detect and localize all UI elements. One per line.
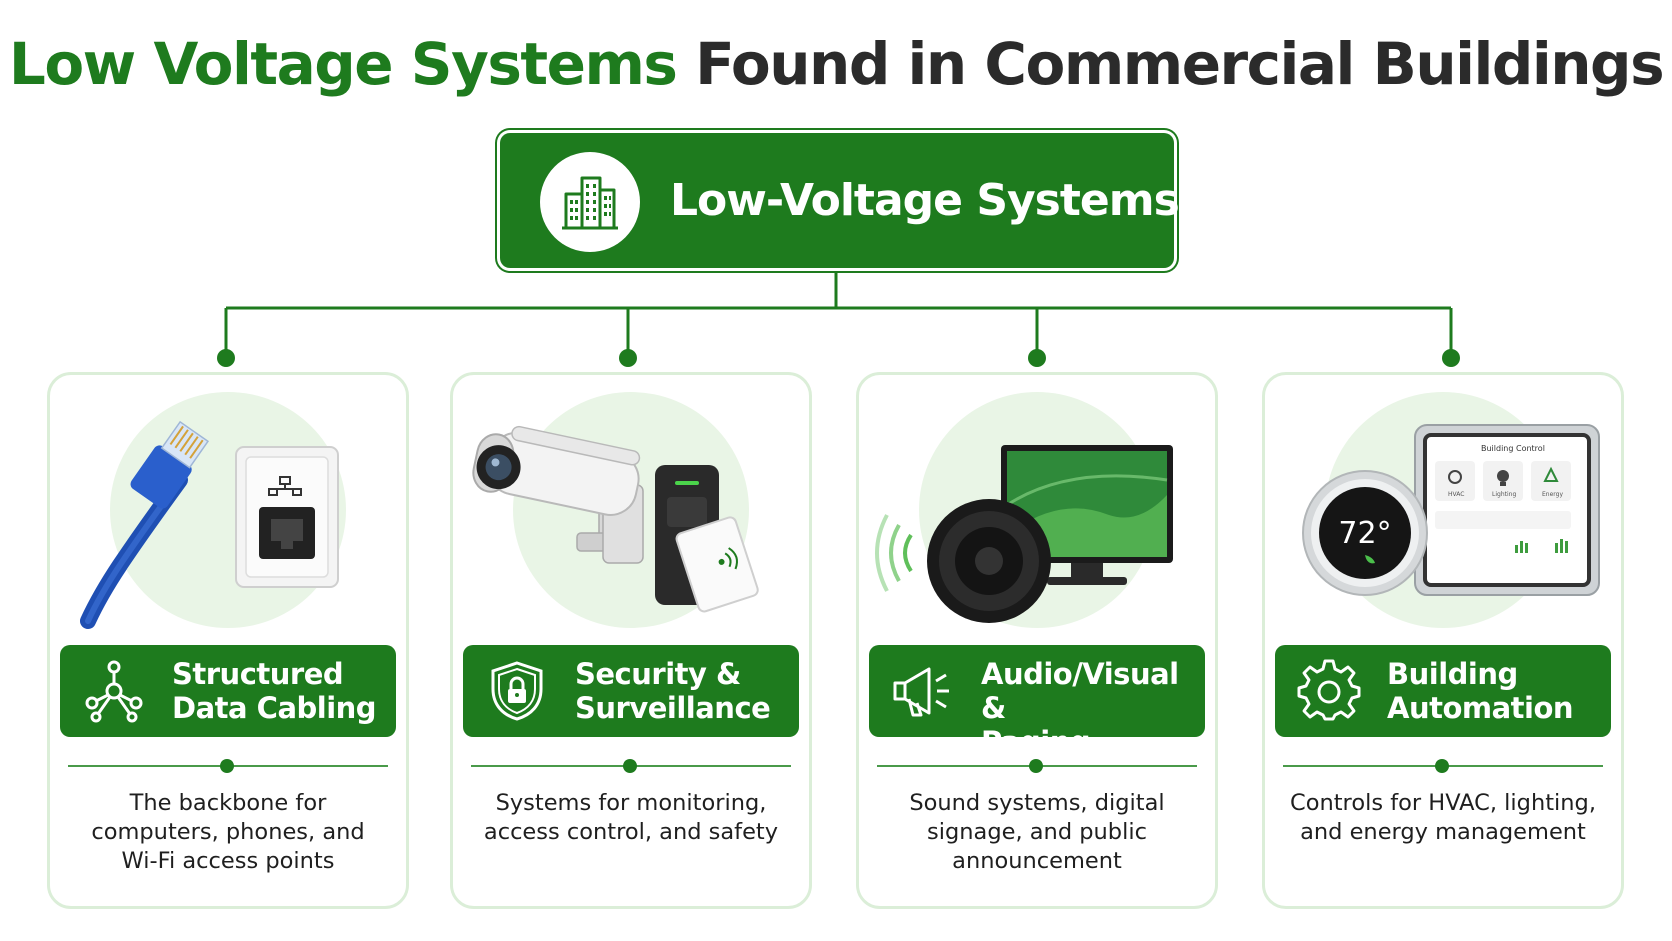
divider-dot [623, 759, 637, 773]
card-title-line1: Security & [575, 657, 741, 691]
card-title: Structured Data Cabling [172, 657, 392, 725]
card-description: The backbone for computers, phones, and … [91, 790, 365, 874]
card-header: Structured Data Cabling [60, 645, 396, 737]
card-title: Building Automation [1387, 657, 1607, 725]
connector-node [619, 349, 637, 367]
speaker-monitor-illustration [875, 392, 1173, 628]
card-title-line1: Building [1387, 657, 1518, 691]
ethernet-cable-illustration [80, 392, 346, 629]
card-security-surveillance: Security & Surveillance Systems for moni… [450, 372, 812, 909]
connector-node [217, 349, 235, 367]
security-camera-illustration [472, 392, 759, 628]
network-jack-icon [268, 476, 302, 496]
panel-tile-hvac: HVAC [1448, 491, 1464, 498]
megaphone-icon [893, 667, 949, 717]
card-description: Controls for HVAC, lighting, and energy … [1290, 790, 1596, 845]
page-title: Low Voltage Systems Found in Commercial … [0, 30, 1672, 98]
connector-node [1028, 349, 1046, 367]
title-accent: Low Voltage Systems [8, 30, 678, 98]
divider-dot [1029, 759, 1043, 773]
connector-node [1442, 349, 1460, 367]
card-building-automation: Building Control HVAC Lighting Energy 72… [1262, 372, 1624, 909]
card-title-line2: Automation [1387, 691, 1574, 725]
leaf-icon [1365, 555, 1375, 564]
card-header: Security & Surveillance [463, 645, 799, 737]
lighting-tile-icon [1497, 470, 1509, 486]
card-title-line2: Paging [981, 725, 1091, 759]
hvac-tile-icon [1448, 470, 1462, 484]
card-structured-cabling: Structured Data Cabling The backbone for… [47, 372, 409, 909]
card-title: Audio/Visual & Paging [981, 657, 1201, 759]
card-audio-visual-paging: Audio/Visual & Paging Sound systems, dig… [856, 372, 1218, 909]
thermostat-reading: 72° [1338, 516, 1391, 551]
card-description: Systems for monitoring, access control, … [483, 790, 779, 845]
thermostat-panel-illustration: Building Control HVAC Lighting Energy 72… [1302, 392, 1600, 628]
gear-icon [1297, 659, 1361, 721]
network-nodes-icon [85, 660, 143, 723]
card-title-line1: Audio/Visual & [981, 657, 1179, 725]
card-description: Sound systems, digital signage, and publ… [909, 790, 1165, 874]
root-node: Low-Voltage Systems [500, 133, 1180, 268]
panel-tile-lighting: Lighting [1492, 491, 1516, 498]
divider-dot [220, 759, 234, 773]
card-title-line1: Structured [172, 657, 344, 691]
panel-title: Building Control [1481, 444, 1545, 453]
title-rest: Found in Commercial Buildings [695, 30, 1664, 98]
card-header: Building Automation [1275, 645, 1611, 737]
card-title-line2: Surveillance [575, 691, 771, 725]
card-title: Security & Surveillance [575, 657, 795, 725]
card-title-line2: Data Cabling [172, 691, 377, 725]
energy-tile-icon [1543, 466, 1559, 482]
card-header: Audio/Visual & Paging [869, 645, 1205, 759]
office-building-icon [540, 152, 640, 252]
panel-tile-energy: Energy [1542, 491, 1563, 498]
root-label: Low-Voltage Systems [670, 175, 1180, 226]
shield-lock-icon [491, 661, 543, 721]
divider-dot [1435, 759, 1449, 773]
